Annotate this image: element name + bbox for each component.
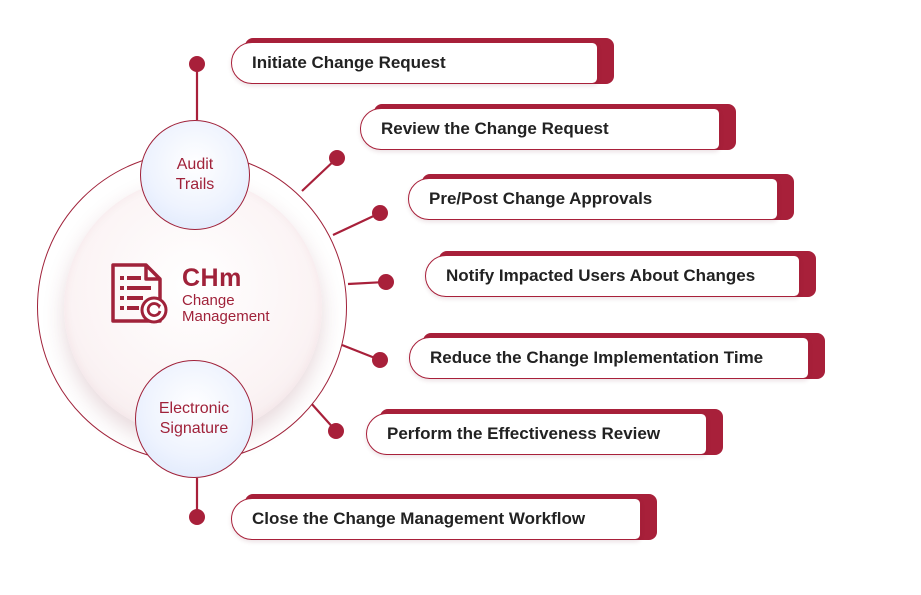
step-label: Close the Change Management Workflow [231,498,641,540]
logo-subtitle-line1: Change [182,292,235,309]
connector-line-2 [301,157,338,192]
connector-dot-4 [378,274,394,290]
step-label: Pre/Post Change Approvals [408,178,778,220]
step-label: Review the Change Request [360,108,720,150]
audit-trails-bubble: Audit Trails [140,120,250,230]
step-initiate-change-request: Initiate Change Request [231,38,614,84]
step-close-workflow: Close the Change Management Workflow [231,494,657,540]
step-reduce-implementation-time: Reduce the Change Implementation Time [409,333,825,379]
connector-line-3 [332,212,381,236]
connector-dot-2 [329,150,345,166]
step-perform-effectiveness-review: Perform the Effectiveness Review [366,409,723,455]
connector-dot-5 [372,352,388,368]
connector-dot-1 [189,56,205,72]
logo-subtitle-line2: Management [182,308,270,325]
document-refresh-icon [111,263,168,324]
chm-logo: CHm Change Management [110,262,310,332]
connector-dot-3 [372,205,388,221]
step-review-change-request: Review the Change Request [360,104,736,150]
step-notify-impacted-users: Notify Impacted Users About Changes [425,251,816,297]
electronic-signature-label: Electronic Signature [158,400,230,437]
step-label: Notify Impacted Users About Changes [425,255,800,297]
audit-trails-label: Audit Trails [175,156,215,193]
step-pre-post-change-approvals: Pre/Post Change Approvals [408,174,794,220]
step-label: Reduce the Change Implementation Time [409,337,809,379]
connector-dot-7 [189,509,205,525]
step-label: Perform the Effectiveness Review [366,413,707,455]
electronic-signature-bubble: Electronic Signature [135,360,253,478]
logo-title: CHm [182,264,242,292]
connector-dot-6 [328,423,344,439]
logo-subtitle: Change Management [182,293,270,325]
step-label: Initiate Change Request [231,42,598,84]
